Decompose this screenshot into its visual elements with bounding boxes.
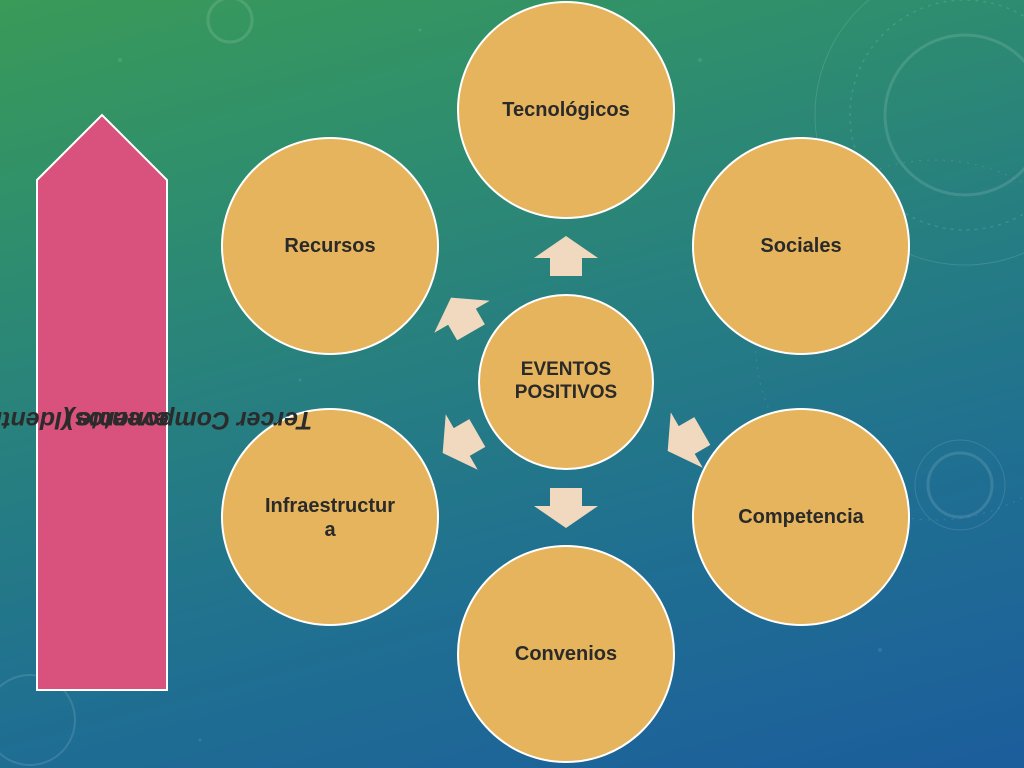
arrow-to-infraestructura <box>442 414 486 470</box>
arrow-to-tecnologicos <box>534 236 598 276</box>
label-tecnologicos: Tecnológicos <box>470 90 662 130</box>
circle-recursos <box>221 137 439 355</box>
label-recursos-text: Recursos <box>284 235 376 257</box>
label-infraestructura-line1: Infraestructur <box>264 495 396 517</box>
label-infraestructura-line2: a <box>324 519 336 541</box>
label-competencia-text: Competencia <box>738 506 864 528</box>
label-sociales-text: Sociales <box>760 235 842 257</box>
label-recursos: Recursos <box>234 226 426 266</box>
circle-center <box>478 294 654 470</box>
circle-tecnologicos <box>457 1 675 219</box>
circle-convenios <box>457 545 675 763</box>
label-competencia: Competencia <box>705 497 897 537</box>
circle-infraestructura <box>221 408 439 626</box>
label-infraestructura: Infraestructur a <box>234 490 426 546</box>
label-convenios-text: Convenios <box>514 643 618 665</box>
arrow-to-recursos <box>434 297 490 341</box>
label-convenios: Convenios <box>470 634 662 674</box>
circle-competencia <box>692 408 910 626</box>
label-center-line2: POSITIVOS <box>514 382 618 403</box>
circle-sociales <box>692 137 910 355</box>
label-sociales: Sociales <box>705 226 897 266</box>
banner-title-line2: eventos) <box>65 406 169 435</box>
arrow-to-convenios <box>534 488 598 528</box>
banner-arrow-shape <box>36 113 168 691</box>
label-center-line1: EVENTOS <box>520 359 612 381</box>
banner-title: Tercer Componente (Identificación de eve… <box>0 170 313 670</box>
label-tecnologicos-text: Tecnológicos <box>502 99 630 121</box>
arrow-to-sociales <box>667 412 711 468</box>
label-center: EVENTOS POSITIVOS <box>486 354 646 410</box>
